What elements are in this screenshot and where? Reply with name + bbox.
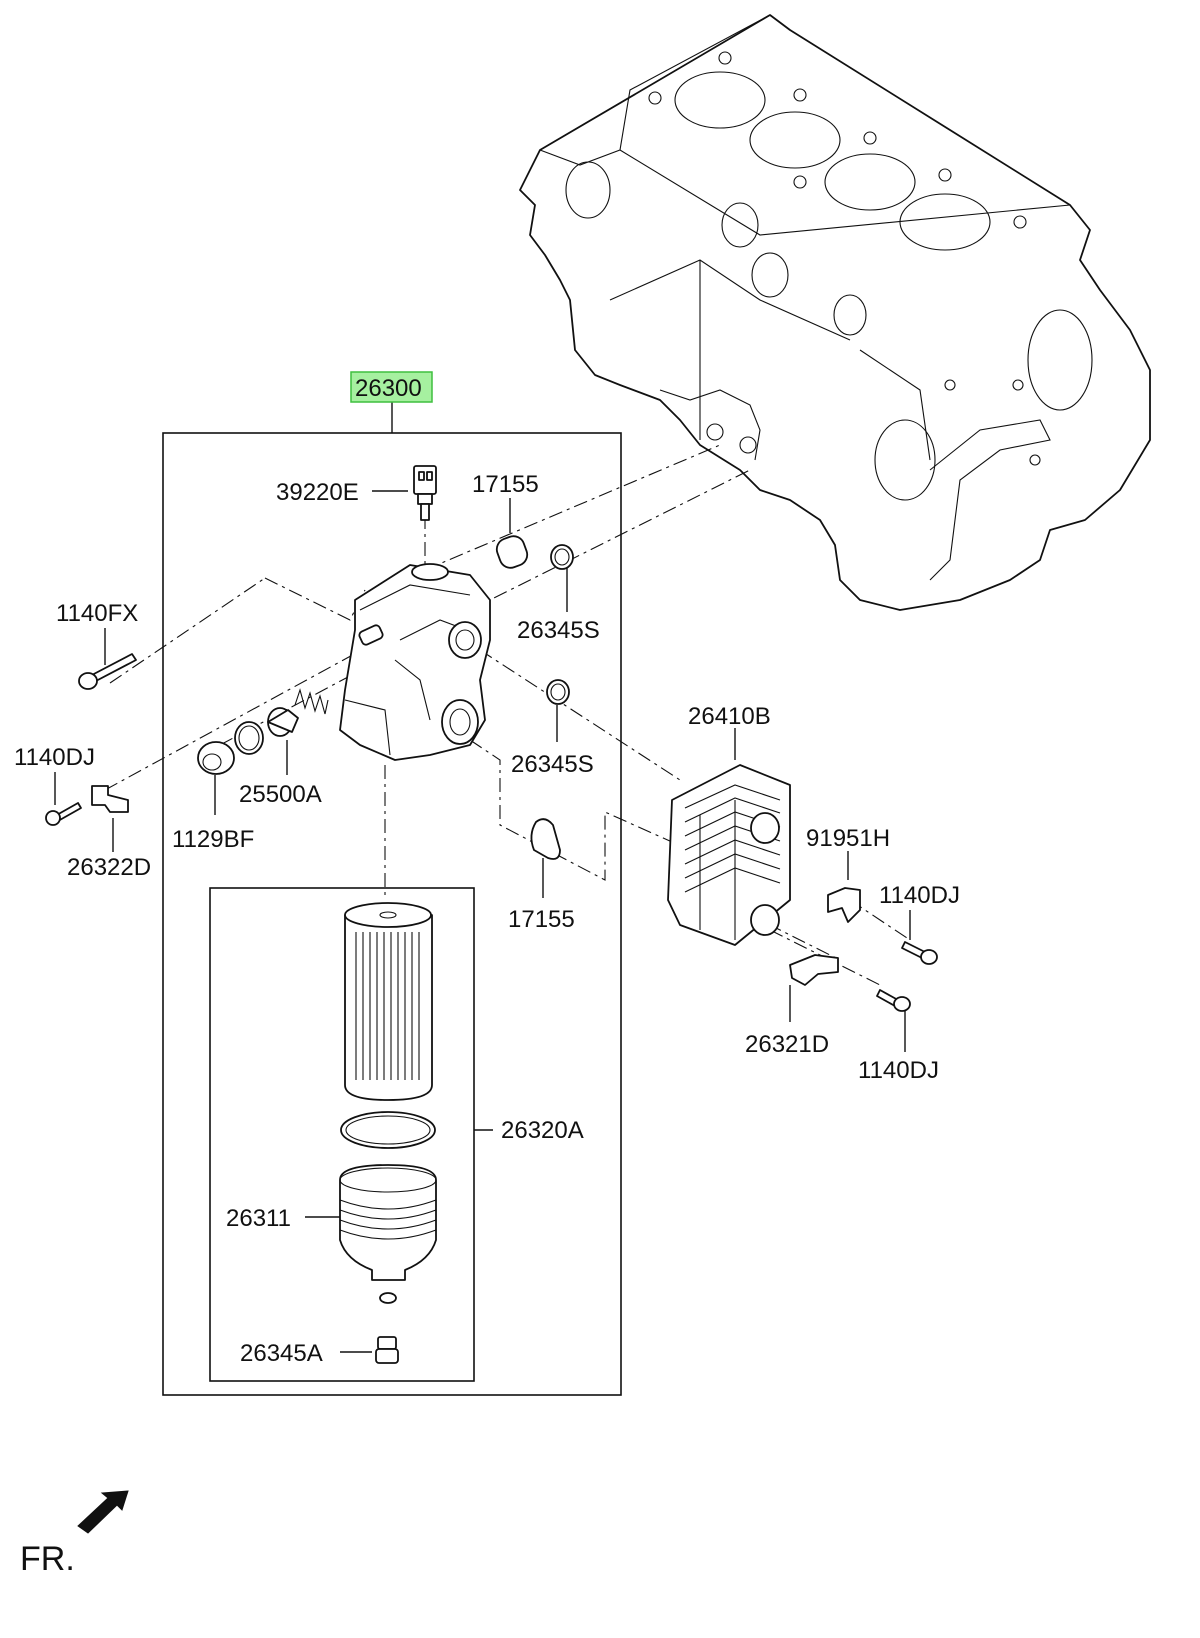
- callout-highlight: [350, 371, 433, 403]
- label-26311[interactable]: 26311: [226, 1205, 291, 1232]
- drain-plug-26345A: [375, 1336, 399, 1364]
- assembly-lines: [104, 444, 911, 986]
- oil-cooler: [667, 764, 791, 946]
- front-arrow-icon: [77, 1490, 129, 1534]
- label-26345A[interactable]: 26345A: [240, 1340, 323, 1367]
- label-1140FX[interactable]: 1140FX: [56, 600, 138, 627]
- gaskets: [234, 535, 574, 860]
- oil-temperature-sensor: [413, 465, 437, 521]
- label-91951H[interactable]: 91951H: [806, 825, 890, 852]
- label-26345S-mid[interactable]: 26345S: [511, 751, 594, 778]
- assembly-26320A-outline: [209, 887, 475, 1382]
- label-17155-bottom[interactable]: 17155: [508, 906, 575, 933]
- brackets-right: [789, 887, 861, 986]
- callout-26300[interactable]: 26300: [350, 371, 433, 403]
- label-1140DJ-right-top[interactable]: 1140DJ: [879, 882, 960, 909]
- leader-lines: [54, 402, 911, 1353]
- oil-filter-housing: [339, 563, 491, 761]
- label-26321D[interactable]: 26321D: [745, 1031, 829, 1058]
- label-1140DJ-right-bottom[interactable]: 1140DJ: [858, 1057, 939, 1084]
- front-label: FR.: [20, 1540, 75, 1578]
- label-26322D[interactable]: 26322D: [67, 854, 151, 881]
- plug-1129BF: [197, 741, 235, 775]
- label-26300[interactable]: 26300: [355, 375, 422, 402]
- label-1140DJ-left[interactable]: 1140DJ: [14, 744, 95, 771]
- label-26320A[interactable]: 26320A: [501, 1117, 584, 1144]
- label-26410B[interactable]: 26410B: [688, 703, 771, 730]
- label-1129BF[interactable]: 1129BF: [172, 826, 254, 853]
- filter-cap: [339, 1164, 437, 1304]
- label-39220E[interactable]: 39220E: [276, 479, 359, 506]
- bolt-1140FX: [78, 653, 137, 690]
- relief-valve-spring: [267, 688, 329, 737]
- label-26345S-top[interactable]: 26345S: [517, 617, 600, 644]
- label-17155-top[interactable]: 17155: [472, 471, 539, 498]
- bolts-right: [876, 941, 938, 1012]
- front-direction-indicator: FR.: [20, 1490, 129, 1578]
- engine-block: [519, 14, 1151, 611]
- oil-filter-element: [340, 902, 436, 1149]
- bolt-and-bracket-left: [45, 785, 129, 826]
- label-25500A[interactable]: 25500A: [239, 781, 322, 808]
